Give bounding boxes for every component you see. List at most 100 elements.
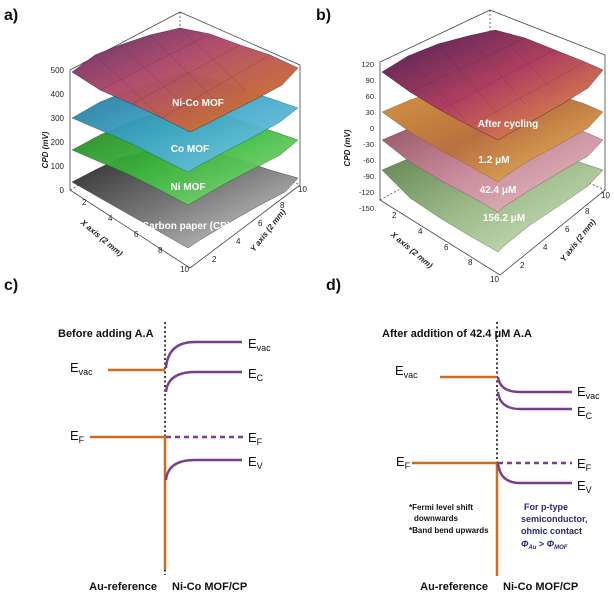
label-ef-left: EF — [396, 454, 411, 471]
mof-evac-band — [164, 340, 242, 369]
layer-label-ni-co-mof: Ni-Co MOF — [172, 98, 224, 109]
y-tick: 10 — [601, 191, 610, 200]
note-line-3: *Band bend upwards — [409, 526, 489, 535]
layer-label-156-2-um: 156.2 μM — [483, 213, 525, 224]
x-tick: 2 — [82, 198, 87, 207]
z-tick: 30 — [366, 108, 374, 117]
x-tick: 4 — [418, 227, 423, 236]
z-tick: 300 — [51, 114, 65, 123]
y-tick: 6 — [565, 225, 570, 234]
z-tick: -90 — [363, 172, 374, 181]
ni-co-mesh — [94, 27, 271, 119]
panel-d-bottom-left: Au-reference — [420, 581, 488, 593]
x-tick: 8 — [468, 258, 473, 267]
y-tick: 2 — [520, 261, 525, 270]
x-tick: 4 — [108, 214, 113, 223]
panel-c: c) Before adding A.A Evac EF Evac EC EF … — [4, 277, 271, 593]
label-ef-right: EF — [248, 430, 263, 447]
label-ev-right: EV — [577, 478, 592, 495]
label-ec-right: EC — [577, 404, 593, 421]
z-tick: 0 — [60, 186, 65, 195]
blue-note-2: semiconductor, — [521, 514, 588, 524]
panel-b-letter: b) — [316, 7, 331, 24]
y-tick: 8 — [280, 201, 285, 210]
surface-after-cycling — [381, 29, 604, 141]
panel-b-y-ticks: 2 4 6 8 10 — [520, 191, 610, 270]
z-tick: 120 — [361, 60, 374, 69]
ni-co-mof-surface — [71, 27, 299, 133]
y-tick: 4 — [543, 243, 548, 252]
blue-note-work-function: ΦAu > ΦMOF — [521, 539, 568, 551]
mof-evac-band — [496, 376, 572, 394]
label-ec-right: EC — [248, 366, 264, 383]
blue-note-1: For p-type — [524, 502, 568, 512]
y-tick: 4 — [236, 237, 241, 246]
panel-b: b) After cycling 1.2 μM 42.4 μM 156.2 μM… — [316, 7, 610, 284]
y-tick: 10 — [298, 185, 307, 194]
panel-d-notes: *Fermi level shift downwards *Band bend … — [409, 503, 489, 535]
mof-ev-band — [164, 458, 242, 481]
label-ev-right: EV — [248, 454, 263, 471]
panel-c-bottom-left: Au-reference — [89, 581, 157, 593]
panel-d: d) After addition of 42.4 μM A.A Evac EF… — [326, 277, 600, 593]
layer-label-42-4-um: 42.4 μM — [480, 185, 517, 196]
panel-a-z-ticks: 500 400 300 200 100 0 — [51, 66, 65, 195]
layer-label-co-mof: Co MOF — [171, 144, 209, 155]
blue-note-3: ohmic contact — [521, 526, 582, 536]
z-tick: 60 — [366, 92, 374, 101]
x-tick: 6 — [134, 230, 139, 239]
label-evac-left: Evac — [70, 360, 93, 377]
z-tick: -60 — [363, 156, 374, 165]
panel-b-z-axis-label: CPD (mV) — [343, 129, 352, 166]
panel-c-bottom-right: Ni-Co MOF/CP — [172, 581, 247, 593]
layer-label-after-cycling: After cycling — [478, 119, 539, 130]
z-tick: -150 — [359, 204, 374, 213]
label-ef-right: EF — [577, 456, 592, 473]
x-tick: 10 — [490, 275, 499, 284]
panel-a-x-axis-label: X axis (2 mm) — [78, 217, 124, 258]
panel-d-letter: d) — [326, 277, 341, 294]
z-tick: 400 — [51, 90, 65, 99]
label-evac-right: Evac — [577, 384, 600, 401]
mof-ec-band — [496, 391, 572, 411]
x-tick: 6 — [444, 243, 449, 252]
panel-a: a) Ni-Co MOF Co MOF Ni MOF Carbon paper … — [4, 7, 307, 274]
panel-d-bottom-right: Ni-Co MOF/CP — [503, 581, 578, 593]
layer-label-ni-mof: Ni MOF — [171, 182, 206, 193]
z-tick: 0 — [370, 124, 374, 133]
panel-b-z-ticks: 120 90 60 30 0 -30 -60 -90 -120 -150 — [359, 60, 374, 213]
panel-a-z-axis-label: CPD (mV) — [41, 131, 50, 168]
z-tick: 200 — [51, 138, 65, 147]
mof-ec-band — [164, 370, 242, 393]
panel-b-x-ticks: 2 4 6 8 10 — [392, 211, 499, 284]
x-tick: 10 — [180, 265, 189, 274]
panel-c-title: Before adding A.A — [58, 328, 154, 340]
panel-c-letter: c) — [4, 277, 18, 294]
panel-b-x-axis-label: X axis (2 mm) — [388, 229, 434, 270]
note-line-2: downwards — [414, 514, 459, 523]
panel-d-title: After addition of 42.4 μM A.A — [382, 328, 532, 340]
panel-d-blue-notes: For p-type semiconductor, ohmic contact … — [521, 502, 588, 551]
z-tick: -120 — [359, 188, 374, 197]
z-tick: 90 — [366, 76, 374, 85]
label-evac-left: Evac — [395, 363, 418, 380]
panel-a-y-ticks: 2 4 6 8 10 — [212, 185, 307, 264]
y-tick: 8 — [585, 207, 590, 216]
panel-a-y-axis-label: Y axis (2 mm) — [249, 207, 288, 253]
panel-a-letter: a) — [4, 7, 18, 24]
x-tick: 8 — [158, 246, 163, 255]
z-tick: 500 — [51, 66, 65, 75]
panel-a-x-ticks: 2 4 6 8 10 — [82, 198, 189, 274]
z-tick: 100 — [51, 162, 65, 171]
y-tick: 6 — [258, 219, 263, 228]
z-tick: -30 — [363, 140, 374, 149]
x-tick: 2 — [392, 211, 397, 220]
note-line-1: *Fermi level shift — [409, 503, 473, 512]
y-tick: 2 — [212, 255, 217, 264]
layer-label-1-2-um: 1.2 μM — [478, 155, 509, 166]
label-evac-right: Evac — [248, 336, 271, 353]
after-cycling-mesh — [407, 29, 586, 127]
label-ef-left: EF — [70, 428, 85, 445]
layer-label-carbon-paper: Carbon paper (CP) — [142, 221, 230, 232]
